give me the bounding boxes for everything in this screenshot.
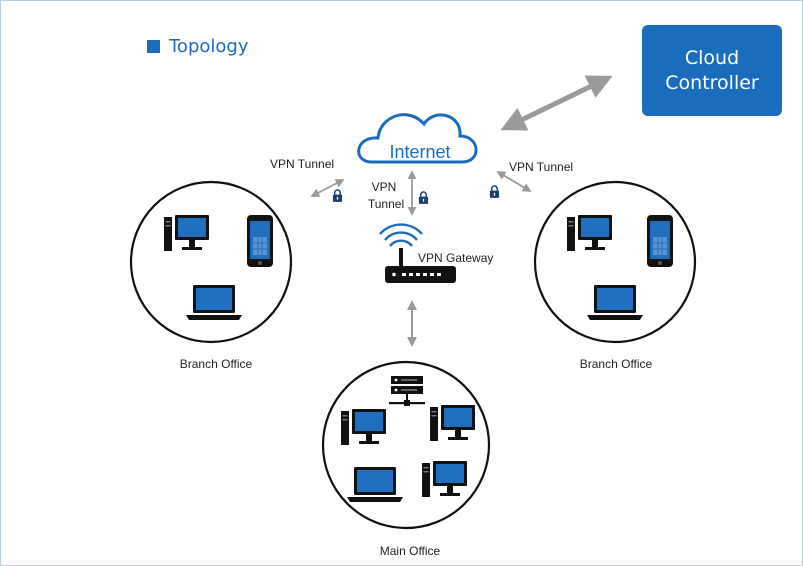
internet-cloud: Internet	[357, 113, 478, 164]
tunnel-label-left: VPN Tunnel	[270, 157, 334, 171]
tunnel-arrow-right	[496, 171, 532, 192]
tunnel-label-center-line1: VPN	[372, 180, 397, 194]
branch-office-left-label: Branch Office	[180, 357, 253, 371]
main-office-label: Main Office	[380, 544, 441, 558]
tunnel-label-center-line2: Tunnel	[368, 197, 404, 211]
heading-text: Topology	[169, 36, 249, 57]
controller-link-arrow	[500, 75, 613, 131]
section-heading: Topology	[147, 36, 248, 57]
cloud-controller-box: Cloud Controller	[642, 25, 782, 116]
cloud-controller-line1: Cloud	[684, 46, 740, 69]
heading-square-icon	[147, 40, 160, 53]
internet-label: Internet	[389, 142, 450, 162]
smartphone-icon	[247, 215, 273, 267]
lock-icon-right	[489, 185, 500, 198]
tunnel-label-right: VPN Tunnel	[509, 160, 573, 174]
branch-office-right-label: Branch Office	[580, 357, 653, 371]
vpn-gateway-router	[379, 223, 456, 283]
gateway-label: VPN Gateway	[418, 251, 493, 265]
cloud-controller-line2: Controller	[665, 71, 759, 94]
wifi-icon	[389, 239, 413, 247]
lock-icon-center	[418, 191, 429, 204]
smartphone-icon	[647, 215, 673, 267]
lock-icon-left	[332, 189, 343, 202]
tunnel-arrow-left	[310, 179, 345, 197]
